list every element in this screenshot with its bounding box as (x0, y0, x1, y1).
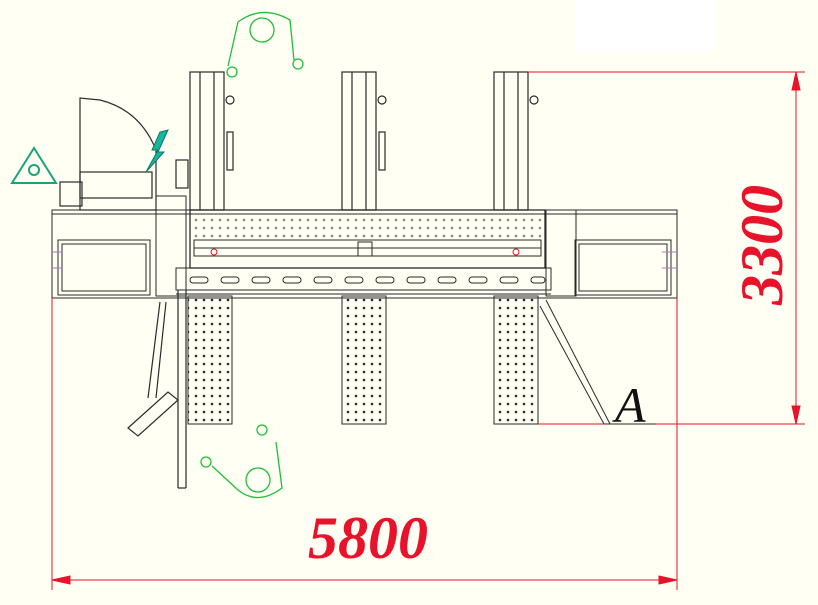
machine-frame (51, 195, 678, 299)
blank-title-area (576, 0, 716, 52)
pressure-beam (194, 214, 541, 238)
warning-triangle-icon (10, 146, 58, 184)
rail-slots (189, 276, 546, 284)
rear-columns (189, 71, 539, 211)
dimension-lines (51, 71, 805, 590)
detail-leader (539, 299, 656, 425)
operator-figure-icon (200, 424, 283, 499)
saw-unit (59, 97, 189, 211)
air-tables (187, 295, 539, 425)
lightning-icon (145, 129, 169, 173)
operator-figure-icon (226, 11, 304, 78)
side-support-arm (127, 290, 187, 489)
width-dimension-label: 5800 (308, 505, 428, 571)
height-dimension-label: 3300 (729, 185, 795, 305)
detail-a-label: A (615, 377, 646, 433)
